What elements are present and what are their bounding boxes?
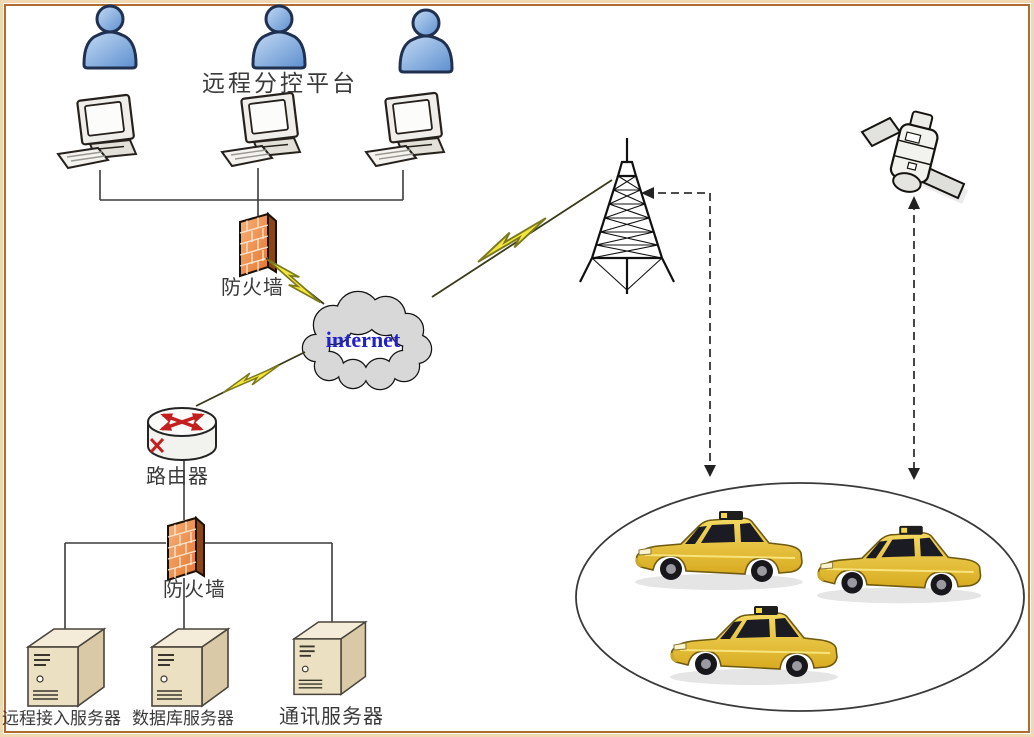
server-communication-label: 通讯服务器 [279,706,384,728]
lan-lines [64,168,404,648]
internet-cloud-icon [301,290,433,391]
firewall-bottom-label: 防火墙 [163,579,226,601]
server-remote-access-label: 远程接入服务器 [2,709,121,728]
satellite-icon [860,110,968,204]
server-icon-communication [293,621,367,696]
firewall-icon [167,517,205,581]
workstation-icon [56,93,138,170]
router-label: 路由器 [146,466,209,488]
lightning-link-firewall-internet [265,248,325,314]
frame-inner [4,4,1030,733]
server-database-label: 数据库服务器 [132,709,234,728]
operator-icon [251,4,307,70]
radio-tower-icon [579,138,675,294]
server-bus-line [64,542,333,648]
workstation-icon [364,91,446,168]
server-icon-database [151,628,229,707]
server-icon-remote-access [27,628,105,707]
operator-icon [82,4,138,70]
lightning-link-internet-tower [431,179,613,298]
workstation-icon [220,91,302,168]
router-icon [147,407,217,461]
workstation-bus-line [99,168,404,216]
platform-label: 远程分控平台 [202,71,358,96]
firewall-icon [239,213,277,277]
operator-icon [398,8,454,74]
firewall-top-label: 防火墙 [221,277,284,299]
tower-downlink-arrow [641,187,716,477]
satellite-downlink-arrow [908,196,920,480]
lightning-link-internet-router [195,351,306,407]
internet-label: internet [325,327,401,352]
